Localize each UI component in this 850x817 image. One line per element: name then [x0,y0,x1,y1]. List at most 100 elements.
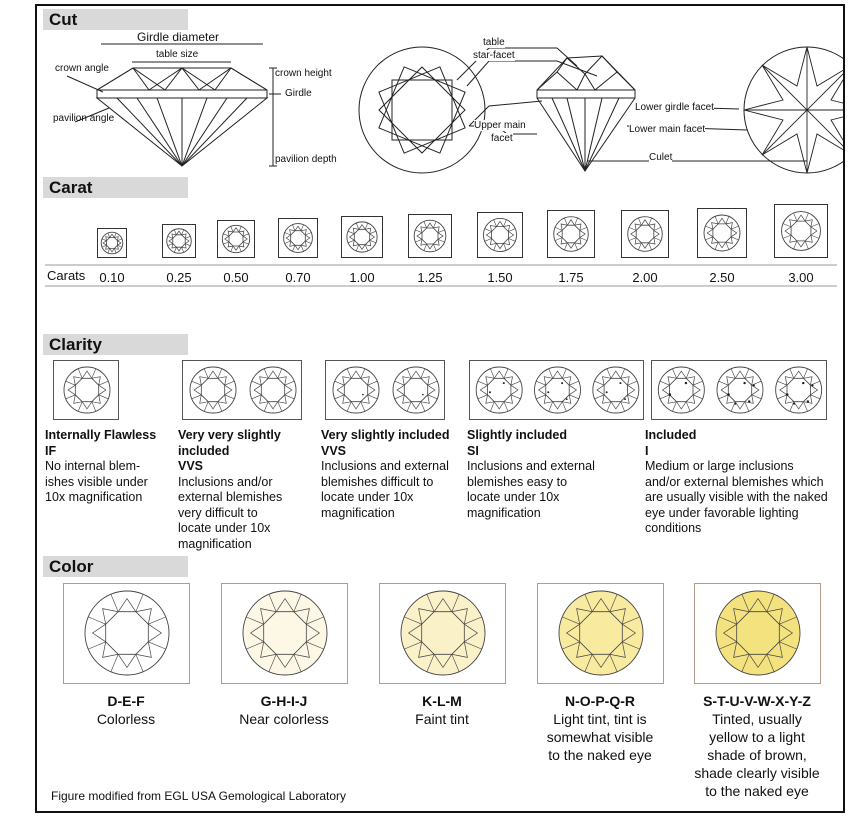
label-girdle-diameter: Girdle diameter [137,30,220,44]
clarity-description: Inclusions and/or external blemishes ver… [178,474,283,551]
label-star-facet: star-facet [473,50,515,61]
label-pavilion-depth: pavilion depth [275,154,337,165]
diamond-icon [63,366,111,414]
clarity-box [469,360,644,420]
color-caption: D-E-F Colorless [46,692,206,728]
diamond-icon [627,216,663,252]
clarity-code: VVS [321,443,347,458]
clarity-box [182,360,302,420]
diamond-icon [166,228,192,254]
clarity-code: I [645,443,649,458]
clarity-title: Slightly included [467,428,568,442]
color-grade: S-T-U-V-W-X-Y-Z [703,693,811,709]
diamond-icon [221,224,251,254]
section-header-color: Color [43,556,188,577]
color-grade: G-H-I-J [260,693,308,709]
diamond-icon [242,590,328,676]
carat-box [278,218,318,258]
section-header-clarity: Clarity [43,334,188,355]
section-header-cut: Cut [43,9,188,30]
label-upper-main-facet: Upper main [474,120,526,131]
label-upper-main-facet-line2: facet [491,133,513,144]
carat-value: 1.25 [417,270,443,285]
color-description: Light tint, tint is somewhat visible to … [546,711,654,763]
carat-box [621,210,669,258]
diamond-icon [781,211,821,251]
diamond-icon [189,366,297,414]
color-box [694,583,821,684]
carat-box [97,228,127,258]
label-table: table [483,37,505,48]
color-box [537,583,664,684]
section-header-carat: Carat [43,177,188,198]
carat-box [477,212,523,258]
carat-value: 0.70 [285,270,311,285]
label-lower-main-facet: Lower main facet [629,124,706,135]
clarity-description: Inclusions and external blemishes diffic… [321,459,449,520]
carat-value: 3.00 [788,270,814,285]
diamond-grading-figure: Cut [35,4,845,813]
label-lower-girdle-facet: Lower girdle facet [635,102,714,113]
carat-value: 1.00 [349,270,375,285]
clarity-box [53,360,119,420]
figure-credit: Figure modified from EGL USA Gemological… [51,789,347,803]
diamond-icon [558,590,644,676]
color-box [63,583,190,684]
color-caption: S-T-U-V-W-X-Y-Z Tinted, usually yellow to… [677,692,837,800]
diamond-icon [413,219,447,253]
diamond-icon [482,217,518,253]
color-grade: D-E-F [107,693,145,709]
color-description: Tinted, usually yellow to a light shade … [694,711,820,799]
carat-value: 1.50 [487,270,513,285]
label-crown-angle: crown angle [55,63,109,74]
clarity-box [325,360,445,420]
diamond-icon [332,366,440,414]
clarity-code: VVS [178,459,204,473]
clarity-code: IF [45,443,57,458]
diamond-icon [715,590,801,676]
color-box [379,583,506,684]
clarity-title: Included [645,428,697,442]
color-grade: K-L-M [422,693,462,709]
clarity-description: No internal blem- ishes visible under 10… [45,459,148,504]
clarity-description: Medium or large inclusions and/or extern… [645,459,828,535]
carat-value: 2.00 [632,270,658,285]
carat-box [162,224,196,258]
carat-box [774,204,828,258]
clarity-box [651,360,827,420]
carat-value: 2.50 [709,270,735,285]
diamond-icon [100,231,124,255]
label-culet: Culet [649,152,673,163]
clarity-description: Inclusions and external blemishes easy t… [467,459,595,520]
carat-value: 0.50 [223,270,249,285]
diamond-icon [346,221,378,253]
carat-value: 1.75 [558,270,584,285]
diamond-icon [703,214,741,252]
clarity-code: SI [467,443,479,458]
clarity-title: Internally Flawless [45,428,157,442]
carat-value: 0.25 [166,270,192,285]
color-description: Colorless [96,711,156,727]
label-girdle: Girdle [285,88,312,99]
clarity-title: Very slightly included [321,428,450,442]
diamond-icon [84,590,170,676]
diamond-icon [475,366,640,414]
label-table-size: table size [156,49,199,60]
clarity-title: Very very slightly included [178,428,281,458]
carat-row-label: Carats [47,268,86,283]
carat-value: 0.10 [99,270,125,285]
label-pavilion-angle: pavilion angle [53,113,115,124]
carat-box [408,214,452,258]
carat-box [547,210,595,258]
carat-row-lines [45,264,837,287]
carat-box [341,216,383,258]
diamond-profile-diagram [66,43,281,167]
diamond-icon [553,216,589,252]
